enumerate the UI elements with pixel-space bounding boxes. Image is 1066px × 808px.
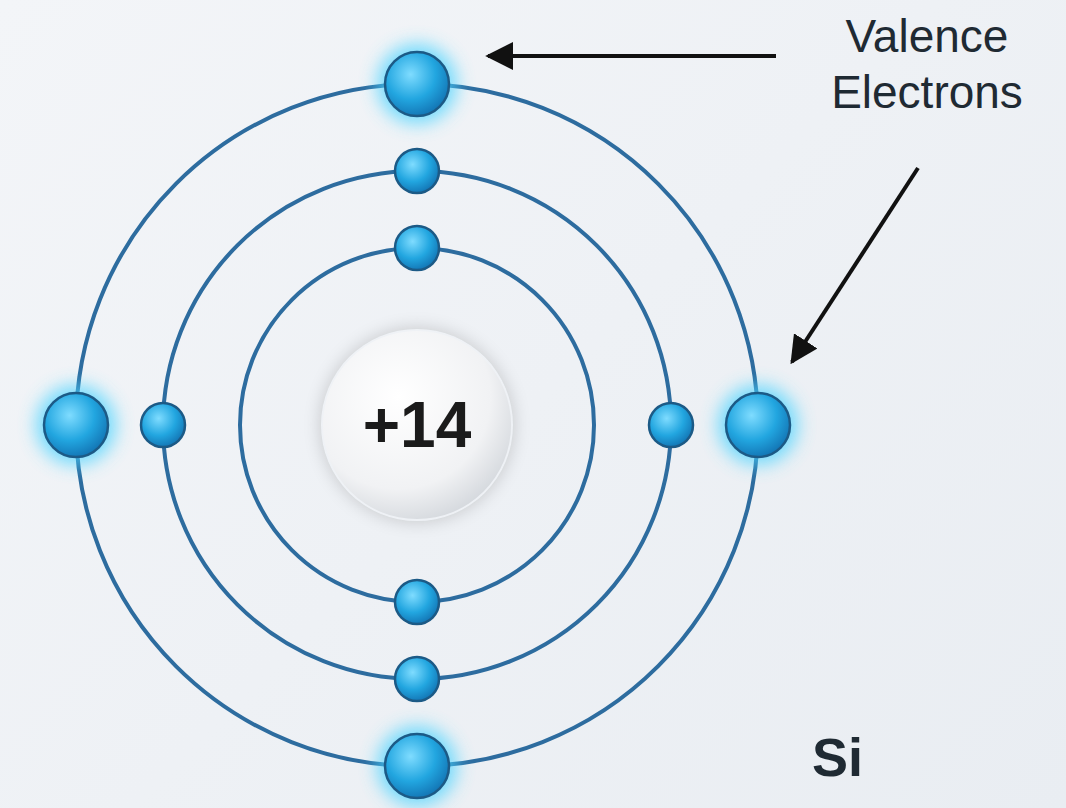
nucleus-charge: +14 (363, 390, 472, 460)
element-symbol: Si (812, 728, 902, 787)
nucleus-circle: +14 (321, 329, 513, 521)
valence-electrons (44, 52, 790, 798)
inner-electrons (141, 149, 693, 701)
valence-electrons-label: Valence Electrons (796, 8, 1058, 120)
valence-electron-glow (36, 44, 798, 806)
orbit-rings (76, 84, 758, 766)
